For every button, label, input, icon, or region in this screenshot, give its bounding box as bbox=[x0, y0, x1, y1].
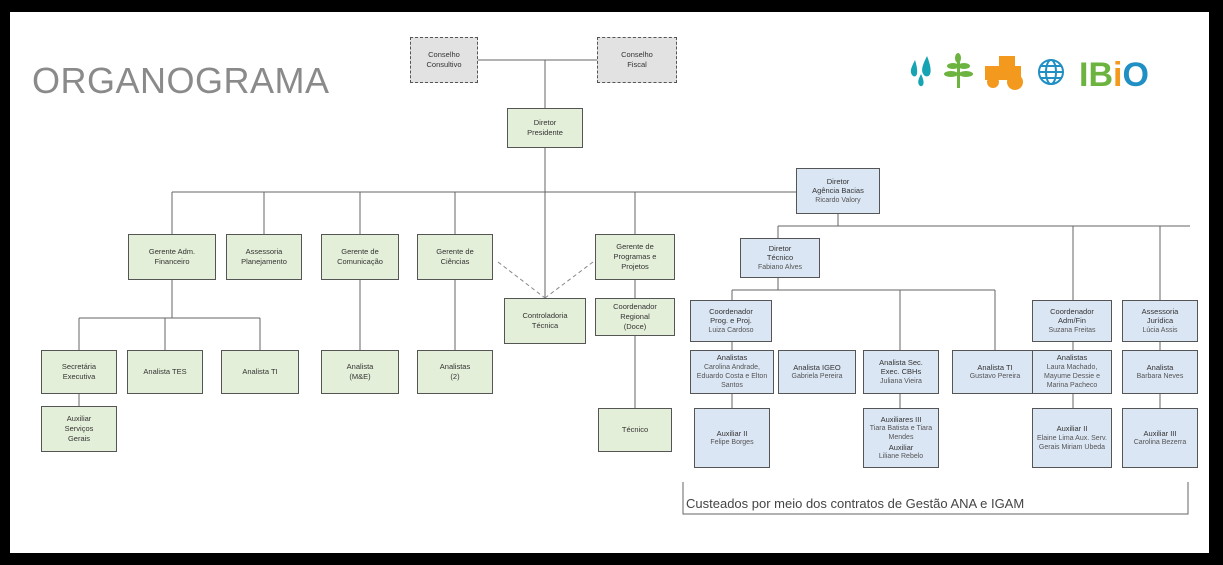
tractor-icon bbox=[985, 56, 1023, 90]
ibio-logo: IBiO bbox=[910, 53, 1149, 94]
footnote-contratos: Custeados por meio dos contratos de Gest… bbox=[686, 496, 1025, 511]
water-drops-icon bbox=[910, 56, 931, 87]
org-chart-canvas: ORGANOGRAMA IBiO bbox=[10, 12, 1209, 553]
page-title: ORGANOGRAMA bbox=[32, 60, 330, 101]
analista-tes-box: Analista TES bbox=[127, 350, 203, 394]
analista-mae-box: Analista(M&E) bbox=[321, 350, 399, 394]
analistas-ciencias-box: Analistas(2) bbox=[417, 350, 493, 394]
connector-lines bbox=[78, 59, 1190, 515]
tecnico-box: Técnico bbox=[598, 408, 672, 452]
globe-icon bbox=[1038, 59, 1064, 85]
plant-icon bbox=[944, 53, 973, 88]
logo-text: IBiO bbox=[1079, 56, 1149, 94]
gerente-adm-financeiro-box: Gerente Adm.Financeiro bbox=[128, 234, 216, 280]
analista-ti-box: Analista TI bbox=[221, 350, 299, 394]
